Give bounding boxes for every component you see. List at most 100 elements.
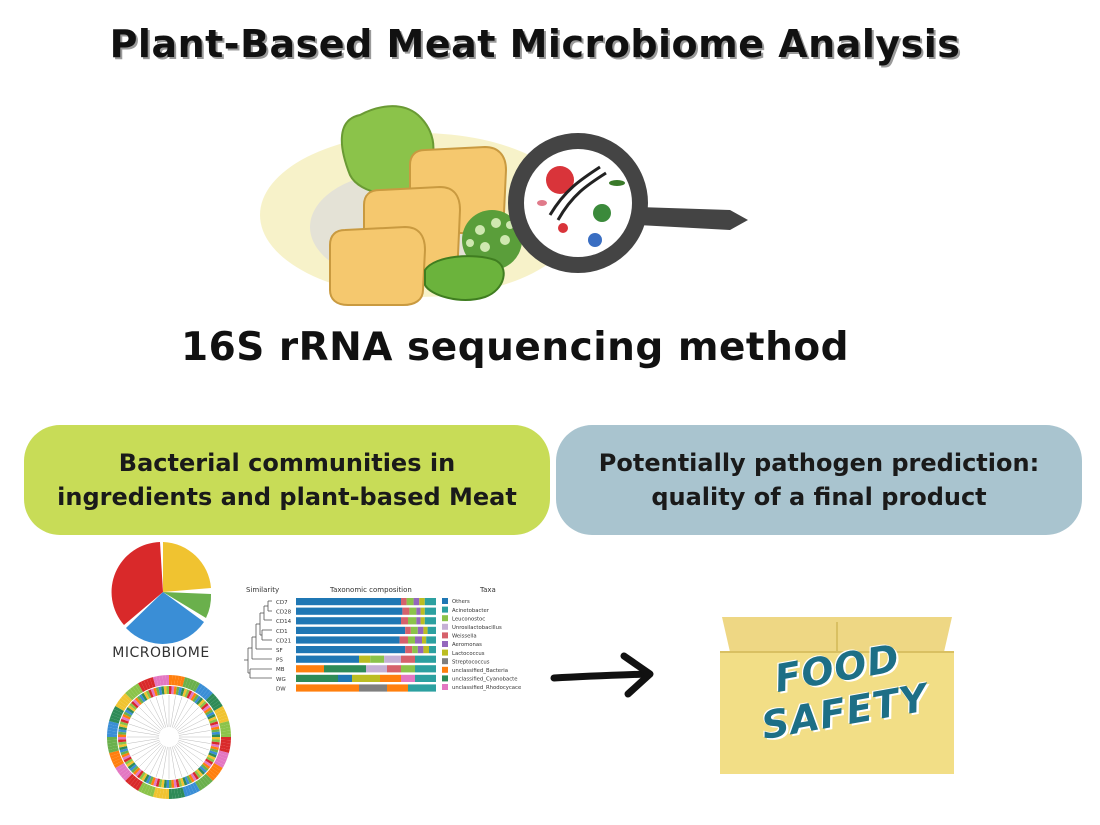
tree-ring-segment [119,745,128,751]
tree-branch [173,699,189,729]
tree-ring-segment [171,788,176,799]
tree-ring-segment [173,779,177,788]
tree-ring-segment [159,788,164,799]
tree-ring-segment [209,718,218,724]
tree-ring-segment [220,737,231,741]
tree-ring-segment [216,755,227,763]
tree-ring-segment [177,787,182,799]
tree-branch [175,743,199,767]
tree-ring-segment [211,739,220,743]
legend-label: Others [452,599,470,605]
tree-ring-segment [212,703,223,711]
box-body [720,652,954,774]
tree-ring-segment [107,739,118,744]
pie-slice-blue [126,592,204,644]
tree-ring-segment [156,787,161,799]
tree-ring-segment [173,686,177,695]
tree-branch [128,723,160,735]
composition-bar-segment [423,626,428,634]
tree-ring-segment [149,786,156,797]
tree-ring-segment [118,743,127,748]
tree-ring-segment [212,763,223,771]
composition-bar-segment [359,684,387,692]
legend-swatch [442,649,448,656]
composition-bar-segment [410,626,418,634]
tree-ring-segment [140,783,148,794]
tree-ring-segment [118,734,127,737]
composition-bar-segment [402,607,410,615]
tree-ring-segment [220,727,231,732]
tree-ring-segment [215,708,226,716]
tree-ring-segment [117,700,127,709]
tree-ring-segment [190,783,198,794]
tree-branch [139,707,163,731]
pie-slice-red [111,542,163,625]
tree-ring-segment [219,747,230,754]
composition-bar-segment [359,655,371,663]
tree-ring-segment [107,724,119,729]
composition-bar-segment [413,598,420,606]
composition-bar-segment [296,646,406,654]
tree-ring-segment [205,693,216,703]
tree-ring-segment [209,748,219,753]
tree-ring-segment [122,771,133,781]
composition-bar-segment [408,684,436,692]
tree-ring-segment [199,686,209,697]
tree-ring-segment [206,711,215,718]
tree-branch [178,738,211,744]
tree-branch [134,712,162,732]
legend-swatch [442,675,448,682]
tree-ring-segment [115,763,126,771]
tree-ring-segment [153,687,158,697]
taxonomic-composition-chart: Similarity Taxonomic composition Taxa CD… [244,586,521,692]
tree-ring-segment [136,695,144,704]
legend-swatch [442,684,448,690]
tree-ring-segment [201,775,211,786]
legend-label: Weissella [452,634,477,640]
tree-ring-segment [208,716,217,722]
tree-ring-segment [201,688,211,699]
composition-bar-segment [416,617,421,625]
tree-ring-segment [175,779,180,788]
tree-ring-segment [215,758,226,766]
tree-ring-segment [185,678,192,689]
tree-ring-segment [205,709,214,716]
taxa-legend: OthersAcinetobacterLeuconostocUnrosilact… [442,598,521,691]
composition-bar-segment [387,684,408,692]
tree-ring-segment [107,730,118,735]
tree-ring-segment [166,686,169,695]
tree-ring-segment [134,697,142,706]
tree-ring-segment [161,686,165,695]
tree-ring-segment [205,771,216,781]
tree-ring-segment [135,780,143,791]
composition-bar-segment [324,665,366,673]
tree-ring-segment [192,782,200,793]
tree-ring-segment [141,692,148,701]
tree-ring-segment [143,774,150,783]
composition-bar-segment [423,646,429,654]
tree-branch [149,699,165,729]
tree-branch [134,742,162,762]
composition-bar-segment [408,636,415,644]
virus-blue [588,233,602,247]
tree-ring-segment [118,726,127,731]
tree-branch [177,717,207,733]
tree-ring-segment [165,675,169,686]
legend-label: unclassified_Rhodocycace [452,685,521,691]
pathogen-prediction-box: Potentially pathogen prediction: quality… [556,425,1082,535]
circular-phylogenetic-tree [107,675,231,799]
tree-ring-segment [132,699,141,707]
tree-ring-segment [211,765,221,774]
composition-bar-segment [296,655,359,663]
tree-ring-segment [120,750,129,756]
sample-label: SF [276,648,283,654]
tree-ring-segment [210,723,219,729]
tree-ring-segment [156,675,161,687]
composition-bar-segment [401,665,415,673]
tree-branch [174,702,194,730]
tree-ring-segment [197,767,206,775]
tree-ring-segment [155,778,161,787]
tree-ring-segment [216,711,227,719]
tree-ring-segment [107,745,119,750]
